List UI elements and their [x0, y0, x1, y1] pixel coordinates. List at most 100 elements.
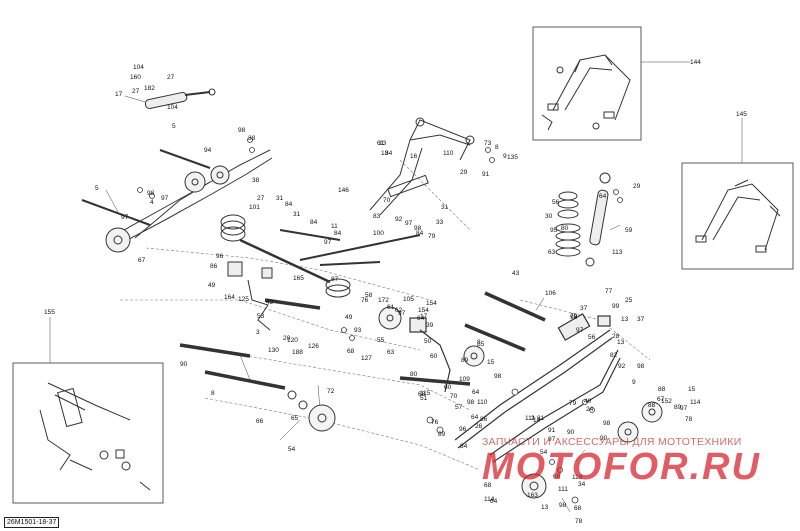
callout-66: 66 [256, 418, 264, 425]
callout-13: 13 [379, 140, 387, 147]
callout-37: 37 [580, 305, 588, 312]
callout-154: 154 [426, 300, 437, 307]
callout-145: 145 [736, 111, 747, 118]
callout-40: 40 [584, 398, 592, 405]
callout-64: 64 [471, 414, 479, 421]
callout-146: 146 [338, 187, 349, 194]
callout-98: 98 [559, 502, 567, 509]
callout-96: 96 [459, 426, 467, 433]
callout-91: 91 [548, 427, 556, 434]
watermark: ЗАПЧАСТИ И АКСЕССУАРЫ ДЛЯ МОТОТЕХНИКИ MO… [482, 436, 782, 489]
callout-53: 53 [257, 313, 265, 320]
callout-57: 57 [455, 404, 463, 411]
callout-84: 84 [385, 150, 393, 157]
callout-5: 5 [172, 123, 176, 130]
callout-3: 3 [256, 329, 260, 336]
callout-42: 42 [266, 299, 274, 306]
callout-114: 114 [690, 399, 701, 406]
callout-70: 70 [450, 393, 458, 400]
callout-98: 98 [637, 363, 645, 370]
callout-68: 68 [418, 391, 426, 398]
callout-25: 25 [625, 297, 633, 304]
callout-127: 127 [361, 355, 372, 362]
callout-98: 98 [414, 225, 422, 232]
callout-89: 89 [461, 357, 469, 364]
dashed-guides [120, 159, 651, 471]
callout-27: 27 [167, 74, 175, 81]
callout-88: 88 [648, 402, 656, 409]
callout-105: 105 [403, 296, 414, 303]
inset-box-145 [681, 162, 794, 270]
callout-34: 34 [578, 481, 586, 488]
callout-97: 97 [324, 239, 332, 246]
center-arms [279, 117, 475, 266]
callout-55: 55 [377, 337, 385, 344]
callout-numbers: 1441451551710416018227104275983894598974… [44, 59, 747, 525]
callout-87: 87 [331, 276, 339, 283]
callout-68: 68 [484, 482, 492, 489]
callout-64: 64 [490, 498, 498, 505]
callout-97: 97 [405, 220, 413, 227]
callout-90: 90 [600, 435, 608, 442]
callout-152: 152 [661, 398, 672, 405]
callout-125: 125 [238, 296, 249, 303]
callout-90: 90 [180, 361, 188, 368]
callout-38: 38 [252, 177, 260, 184]
callout-51: 51 [420, 395, 428, 402]
drawing-code-label: 26M1501-18-37 [4, 517, 60, 528]
callout-160: 160 [130, 74, 141, 81]
shafts [179, 291, 546, 390]
callout-81: 81 [537, 415, 545, 422]
callout-2: 2 [531, 415, 535, 422]
callout-43: 43 [512, 270, 520, 277]
callout-33: 33 [436, 219, 444, 226]
callout-101: 101 [249, 204, 260, 211]
callout-106: 106 [545, 290, 556, 297]
callout-84: 84 [460, 443, 468, 450]
callout-172: 172 [378, 297, 389, 304]
callout-67: 67 [138, 257, 146, 264]
callout-100: 100 [373, 230, 384, 237]
callout-77: 77 [605, 288, 613, 295]
callout-24: 24 [586, 406, 594, 413]
callout-50: 50 [424, 338, 432, 345]
callout-56: 56 [552, 199, 560, 206]
callout-164: 164 [224, 294, 235, 301]
callout-97: 97 [121, 214, 129, 221]
callout-95: 95 [550, 227, 558, 234]
callout-163: 163 [527, 492, 538, 499]
inset-box-144 [532, 26, 642, 141]
callout-78: 78 [575, 518, 583, 525]
callout-13: 13 [541, 504, 549, 511]
callout-188: 188 [292, 349, 303, 356]
callout-85: 85 [477, 341, 485, 348]
callout-38: 38 [248, 135, 256, 142]
watermark-brand: MOTOFOR.RU [482, 446, 761, 488]
callout-155: 155 [44, 309, 55, 316]
callout-37: 37 [637, 316, 645, 323]
callout-17: 17 [420, 313, 428, 320]
callout-5: 5 [95, 185, 99, 192]
callout-110: 110 [477, 399, 488, 406]
callout-130: 130 [268, 347, 279, 354]
callout-93: 93 [354, 327, 362, 334]
callout-80: 80 [561, 225, 569, 232]
callout-98: 98 [147, 190, 155, 197]
callout-70: 70 [383, 197, 391, 204]
callout-67: 67 [657, 396, 665, 403]
callout-104: 104 [167, 104, 178, 111]
callout-9: 9 [503, 153, 507, 160]
inset-box-155 [12, 362, 164, 504]
callout-72: 72 [327, 388, 335, 395]
callout-73: 73 [484, 140, 492, 147]
callout-60: 60 [444, 384, 452, 391]
callout-82: 82 [610, 352, 618, 359]
callout-96: 96 [216, 253, 224, 260]
callout-31: 31 [276, 195, 284, 202]
callout-118: 118 [572, 474, 583, 481]
callout-4: 4 [150, 199, 154, 206]
callout-15: 15 [688, 386, 696, 393]
callout-111: 111 [525, 415, 535, 422]
